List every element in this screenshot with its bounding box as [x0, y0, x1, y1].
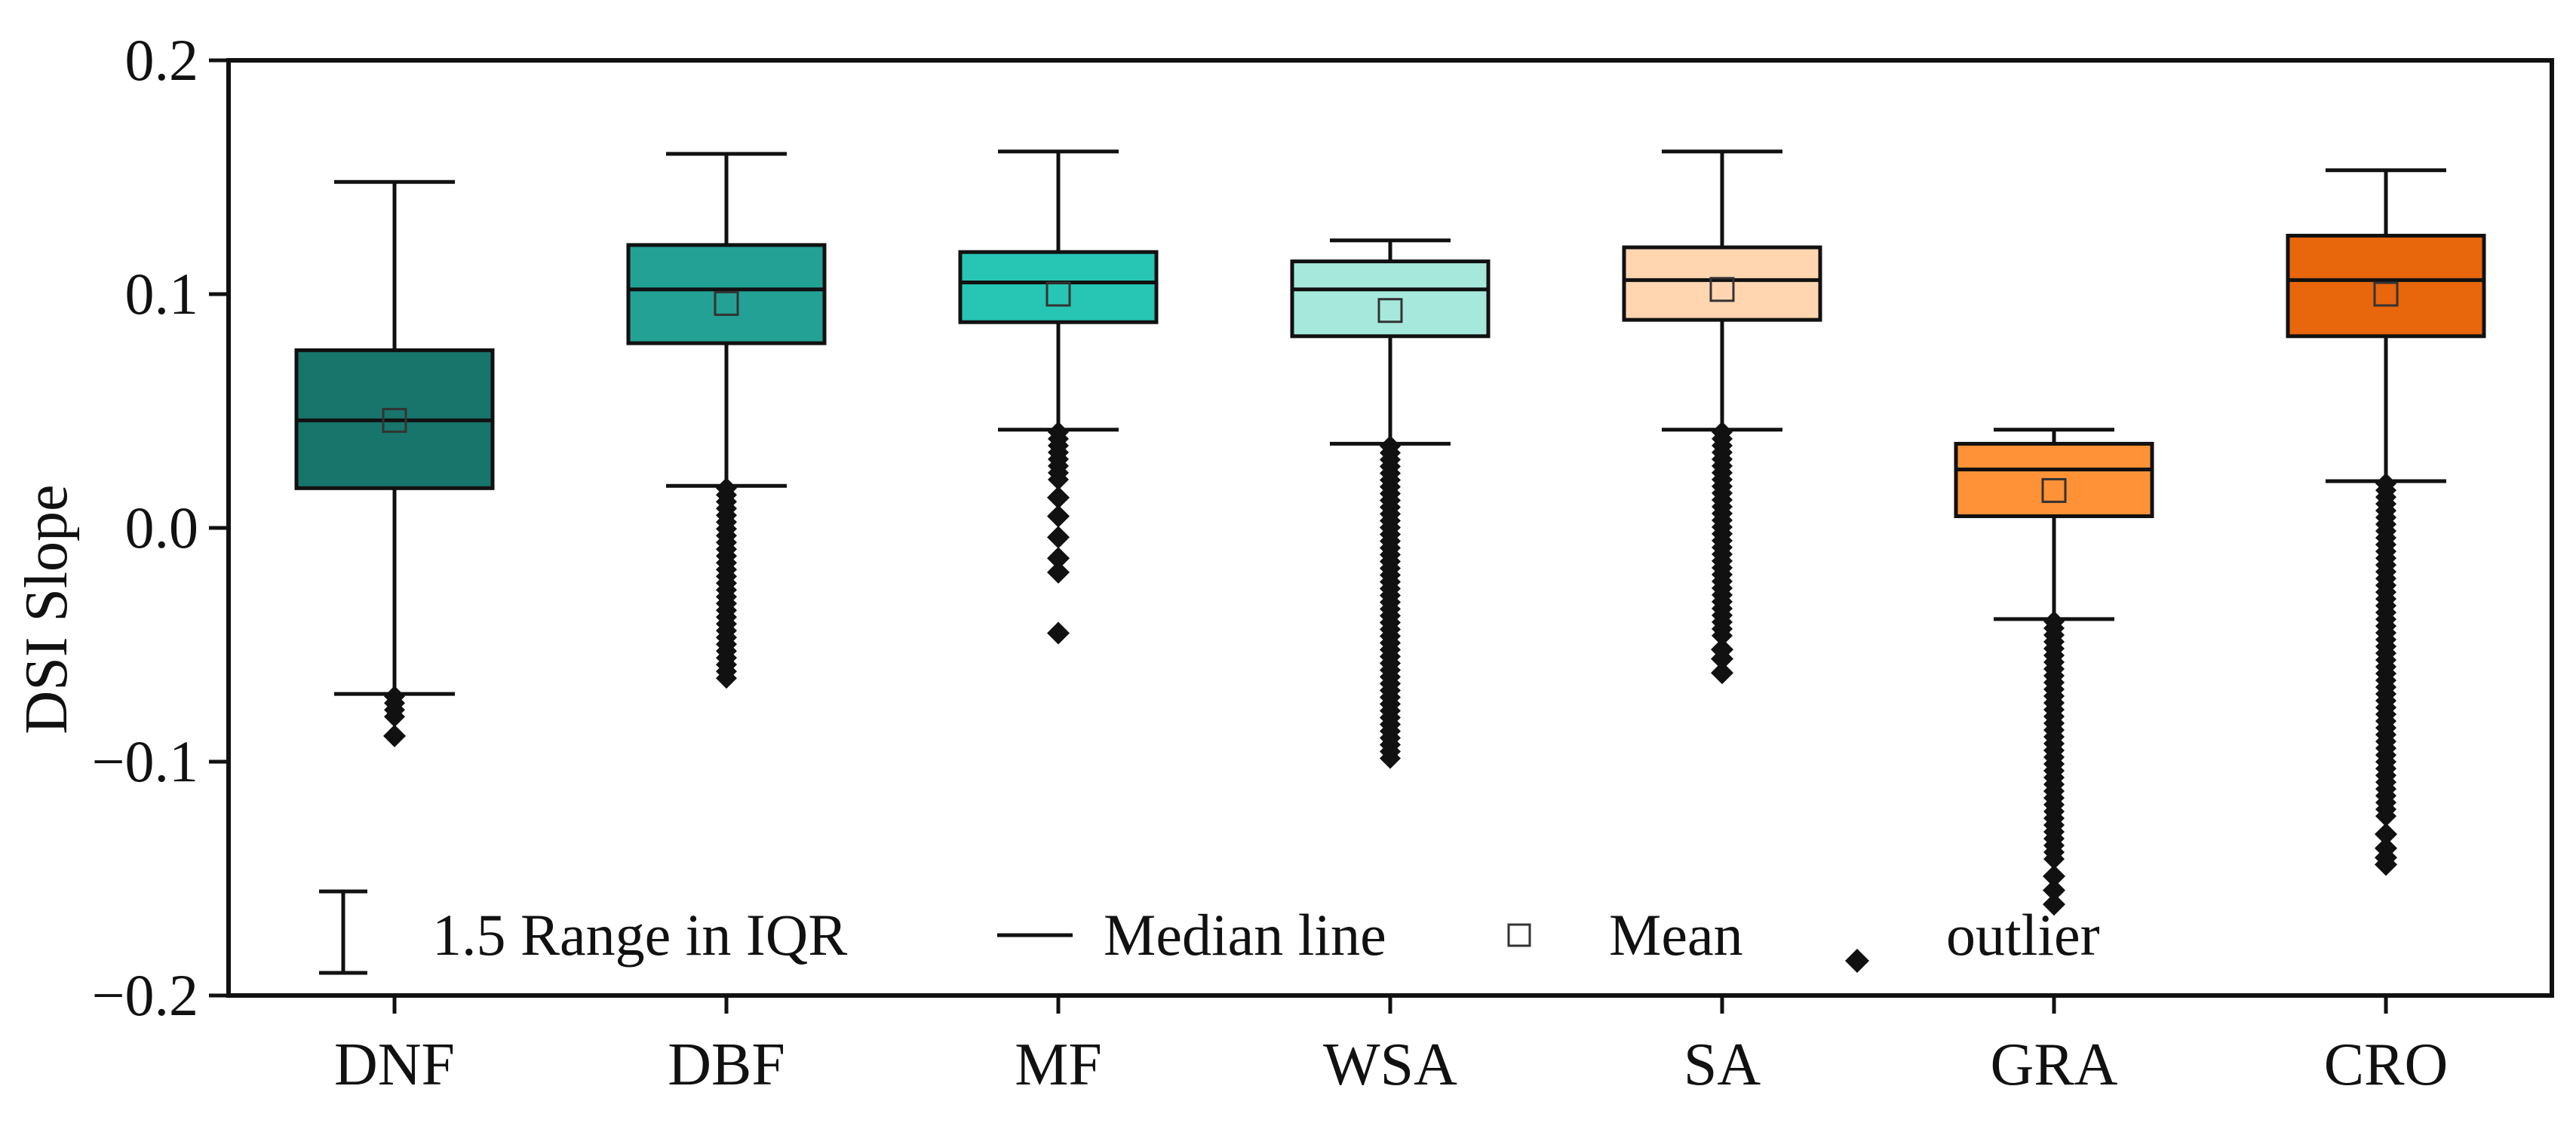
box-mf	[958, 250, 1159, 324]
outlier-group	[1380, 435, 1401, 769]
outlier-point	[2375, 805, 2396, 827]
outlier-point	[1047, 621, 1070, 645]
outlier-point	[2375, 853, 2397, 876]
outlier-group	[384, 686, 405, 728]
y-tick-label: −0.1	[92, 729, 199, 794]
outlier-point	[1048, 468, 1069, 490]
plot-frame	[226, 58, 2554, 998]
legend-label: outlier	[1946, 902, 2100, 968]
y-tick-label: 0.2	[125, 27, 199, 93]
outlier-point	[2375, 823, 2397, 846]
outlier-point	[716, 667, 737, 689]
x-tick-label: MF	[1015, 1032, 1102, 1098]
outlier-point	[2043, 848, 2065, 870]
outlier-point	[1047, 547, 1070, 570]
y-tick-label: −0.2	[92, 962, 199, 1028]
mean-marker	[1045, 281, 1071, 307]
box-dbf	[626, 243, 827, 345]
outlier-group	[1712, 421, 1733, 646]
outlier-group	[2043, 611, 2065, 870]
x-tick-label: DBF	[668, 1032, 785, 1098]
box-sa	[1622, 245, 1822, 322]
outlier-point	[1047, 486, 1070, 509]
x-tick-label: SA	[1684, 1032, 1761, 1098]
legend-label: Mean	[1609, 902, 1743, 968]
outlier-point	[1047, 560, 1070, 584]
x-tick-label: GRA	[1991, 1032, 2118, 1098]
mean-marker	[1709, 277, 1735, 302]
outlier-point	[384, 706, 405, 728]
outlier-point	[1380, 747, 1401, 769]
x-tick-label: WSA	[1323, 1032, 1457, 1098]
outlier-point	[383, 724, 406, 747]
outlier-point	[2043, 864, 2065, 888]
x-tick-label: DNF	[334, 1032, 455, 1098]
mean-marker	[714, 290, 739, 316]
outlier-group	[2375, 473, 2396, 827]
mean-marker	[2041, 477, 2067, 503]
legend-label: Median line	[1104, 902, 1386, 968]
mean-marker	[1377, 298, 1403, 324]
outlier-point	[1711, 661, 1733, 685]
outlier-point	[2043, 893, 2065, 916]
mean-marker	[2373, 281, 2399, 307]
legend-label: 1.5 Range in IQR	[432, 902, 847, 968]
outlier-point	[1047, 526, 1070, 549]
mean-marker	[382, 407, 407, 433]
outlier-point	[1711, 647, 1733, 670]
box-cro	[2286, 234, 2486, 339]
outlier-group	[716, 477, 737, 689]
legend-outlier-icon	[1845, 949, 1869, 973]
y-axis-label: DSI Slope	[14, 484, 80, 734]
y-tick-label: 0.1	[125, 261, 199, 327]
outlier-point	[2043, 879, 2065, 902]
outlier-group	[1048, 421, 1069, 490]
y-tick-label: 0.0	[125, 495, 199, 560]
x-tick-label: CRO	[2324, 1032, 2449, 1098]
legend-mean-icon	[1507, 923, 1531, 947]
legend: 1.5 Range in IQR Median line Mean outlier	[319, 889, 2100, 975]
outlier-point	[1047, 505, 1070, 528]
outlier-point	[1712, 624, 1733, 646]
